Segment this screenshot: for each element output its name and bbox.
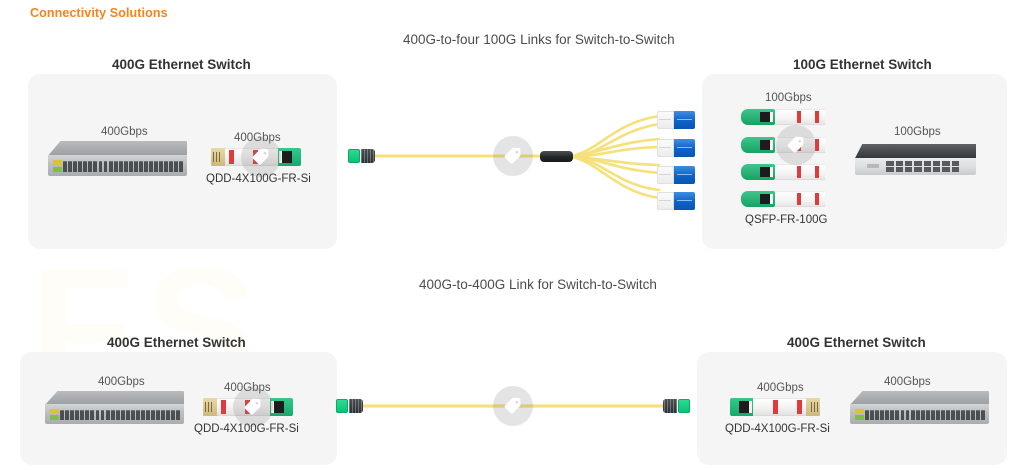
speed-label-switch-top-right: 100Gbps (894, 126, 941, 138)
price-tag-icon-top-right-transceiver[interactable] (776, 125, 816, 165)
speed-label-transceiver-top-right: 100Gbps (765, 92, 812, 104)
mpo-boot (361, 149, 375, 163)
speed-label-switch-bottom-right: 400Gbps (884, 376, 931, 388)
transceiver-qdd-bottom-right[interactable] (730, 398, 820, 416)
mpo-connector-top-left[interactable] (348, 149, 375, 163)
price-tag-icon-top-left-transceiver[interactable] (241, 137, 281, 177)
lc-clip (673, 192, 695, 210)
switch-graphic-top-left (48, 141, 187, 176)
transceiver-qsfp-1[interactable] (741, 109, 825, 125)
speed-label-transceiver-top-left: 400Gbps (234, 132, 281, 144)
part-label-top-left: QDD-4X100G-FR-Si (206, 173, 311, 185)
transceiver-qsfp-4[interactable] (741, 191, 825, 207)
lc-clip (673, 111, 695, 129)
section-caption-bottom: 400G-to-400G Link for Switch-to-Switch (419, 277, 657, 292)
speed-label-switch-bottom-left: 400Gbps (98, 376, 145, 388)
gold-finger (203, 398, 218, 416)
price-tag-icon-bottom-left-transceiver[interactable] (233, 387, 273, 427)
card-title-bottom-right: 400G Ethernet Switch (787, 335, 926, 350)
mpo-port-end (730, 398, 754, 416)
lc-connector-3[interactable] (657, 166, 695, 184)
lc-clip (673, 166, 695, 184)
speed-label-transceiver-bottom-left: 400Gbps (224, 382, 271, 394)
qsfp-body (774, 164, 825, 180)
qsfp-cage (741, 164, 775, 180)
switch-graphic-top-right (855, 144, 976, 175)
gold-finger (211, 148, 226, 166)
transceiver-qdd-bottom-left[interactable] (203, 398, 293, 416)
card-title-top-right: 100G Ethernet Switch (793, 57, 932, 72)
card-title-bottom-left: 400G Ethernet Switch (107, 335, 246, 350)
speed-label-switch-top-left: 400Gbps (101, 126, 148, 138)
qsfp-cage (741, 109, 775, 125)
lc-boot (657, 166, 674, 184)
part-label-bottom-left: QDD-4X100G-FR-Si (194, 423, 299, 435)
lc-boot (657, 139, 674, 157)
page-title: Connectivity Solutions (30, 6, 168, 20)
mpo-head (336, 399, 349, 413)
furcation-body-top (540, 151, 573, 162)
mpo-boot (349, 399, 363, 413)
qsfp-cage (741, 137, 775, 153)
mpo-head (348, 149, 361, 163)
mpo-connector-bottom-right[interactable] (663, 399, 690, 413)
section-caption-top: 400G-to-four 100G Links for Switch-to-Sw… (403, 32, 675, 47)
mpo-port-end (269, 398, 293, 416)
lc-connector-4[interactable] (657, 192, 695, 210)
transceiver-body (753, 398, 806, 416)
mpo-head (677, 399, 690, 413)
lc-boot (657, 111, 674, 129)
price-tag-icon-top-cable[interactable] (493, 136, 533, 176)
lc-clip (673, 139, 695, 157)
gold-finger (805, 398, 820, 416)
mpo-port-end (277, 148, 301, 166)
qsfp-body (774, 109, 825, 125)
mpo-boot (663, 399, 677, 413)
speed-label-transceiver-bottom-right: 400Gbps (757, 382, 804, 394)
qsfp-body (774, 191, 825, 207)
part-label-bottom-right: QDD-4X100G-FR-Si (725, 423, 830, 435)
switch-graphic-bottom-right (850, 391, 989, 424)
lc-connector-1[interactable] (657, 111, 695, 129)
part-label-top-right: QSFP-FR-100G (745, 214, 828, 226)
transceiver-qsfp-3[interactable] (741, 164, 825, 180)
card-title-top-left: 400G Ethernet Switch (112, 57, 251, 72)
switch-graphic-bottom-left (45, 391, 184, 424)
lc-connector-2[interactable] (657, 139, 695, 157)
mpo-connector-bottom-left[interactable] (336, 399, 363, 413)
lc-boot (657, 192, 674, 210)
price-tag-icon-bottom-cable[interactable] (493, 386, 533, 426)
qsfp-cage (741, 191, 775, 207)
